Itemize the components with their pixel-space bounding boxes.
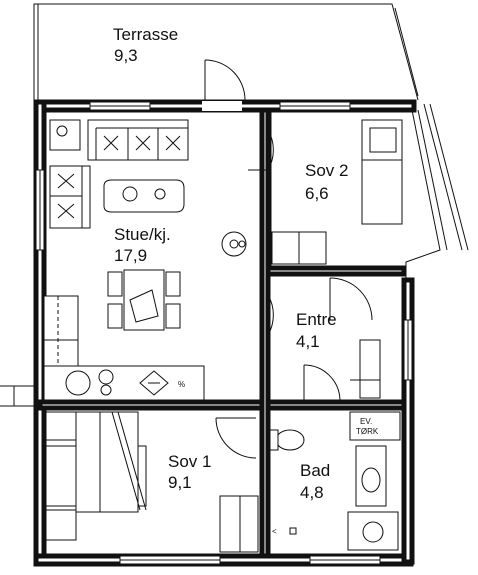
interior-walls (37, 107, 407, 559)
svg-text:6,6: 6,6 (305, 184, 329, 203)
svg-text:TØRK: TØRK (356, 427, 379, 436)
kitchen: % (43, 295, 205, 401)
svg-text:<: < (272, 527, 277, 536)
svg-text:Sov 2: Sov 2 (305, 161, 348, 180)
room-label-sov1: Sov 1 9,1 (168, 452, 211, 492)
svg-text:9,1: 9,1 (168, 473, 192, 492)
svg-text:Stue/kj.: Stue/kj. (114, 225, 171, 244)
room-label-stue: Stue/kj. 17,9 (114, 225, 171, 265)
entre (267, 277, 381, 401)
room-label-sov2: Sov 2 6,6 (305, 161, 348, 203)
terrace (33, 3, 419, 101)
sov1-furniture (45, 411, 259, 553)
room-label-entre: Entre 4,1 (296, 310, 337, 351)
svg-text:4,8: 4,8 (300, 483, 324, 502)
svg-text:EV.: EV. (360, 417, 372, 426)
dryer-label: EV. TØRK (356, 417, 379, 436)
bad-fixtures: < (269, 411, 401, 551)
svg-text:Terrasse: Terrasse (113, 25, 178, 44)
sov2-furniture (248, 119, 403, 265)
living-furniture (49, 119, 247, 331)
svg-text:Bad: Bad (300, 461, 330, 480)
svg-text:9,3: 9,3 (114, 46, 138, 65)
svg-text:Entre: Entre (296, 310, 337, 329)
svg-text:%: % (178, 380, 185, 389)
windows (0, 101, 413, 565)
svg-text:4,1: 4,1 (296, 332, 320, 351)
room-label-bad: Bad 4,8 (300, 461, 330, 502)
svg-text:Sov 1: Sov 1 (168, 452, 211, 471)
svg-text:17,9: 17,9 (114, 246, 147, 265)
terrace-door (202, 59, 246, 111)
room-label-terrasse: Terrasse 9,3 (113, 25, 178, 65)
